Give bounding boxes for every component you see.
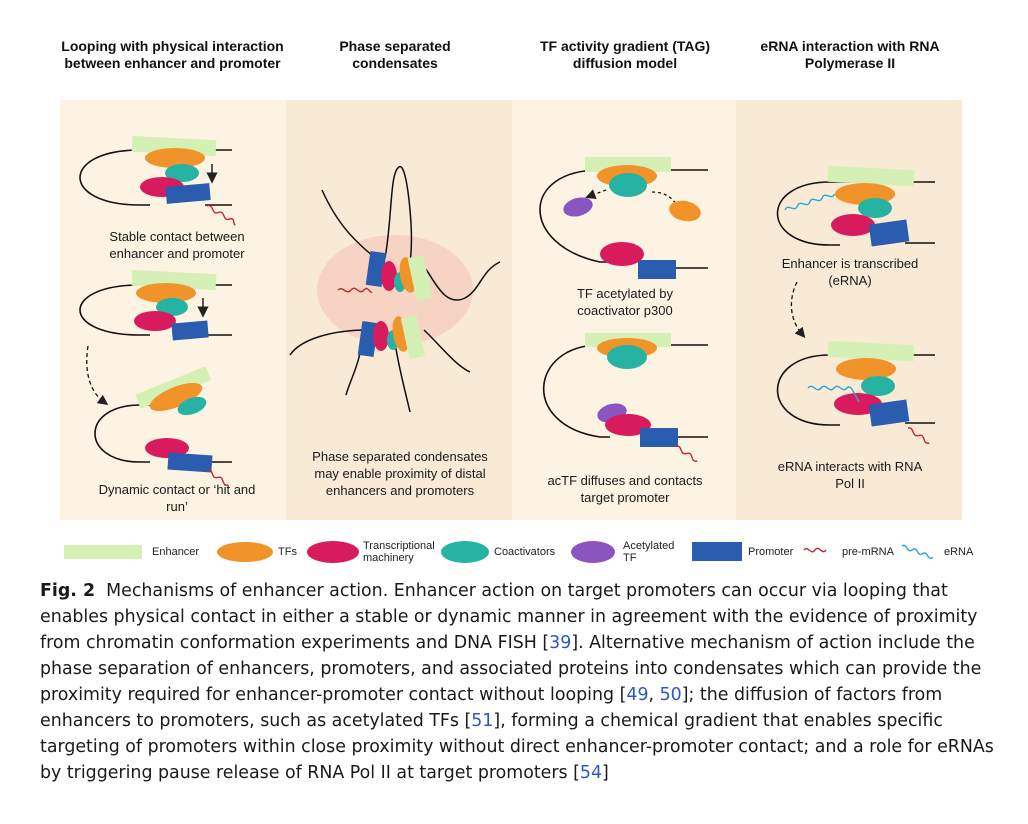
caption-text: ], forming a chemical gradient that enab… <box>40 711 994 783</box>
dynamic-contact-diagram-a <box>79 269 232 341</box>
caption-text: , <box>648 685 660 705</box>
caption-text: Mechanisms of enhancer action. Enhancer … <box>40 581 978 653</box>
citation-link[interactable]: 50 <box>659 685 682 705</box>
legend-enhancer-label: Enhancer <box>152 546 200 558</box>
tf-swatch <box>217 542 273 562</box>
erna-swatch <box>901 544 934 559</box>
legend-promoter-label: Promoter <box>748 546 794 558</box>
machinery-swatch <box>307 541 359 563</box>
pre-mrna-swatch <box>803 547 827 553</box>
promoter-swatch <box>692 542 742 561</box>
panel-title-erna: eRNA interaction with RNA Polymerase II <box>760 38 940 71</box>
stable-contact-diagram <box>79 135 236 226</box>
legend-coactivators-label: Coactivators <box>494 546 556 558</box>
label-tf-acetylated: TF acetylated by coactivator p300 <box>576 286 674 318</box>
coactivator-swatch <box>441 541 489 563</box>
erna-transcription-diagram <box>776 165 935 247</box>
citation-link[interactable]: 49 <box>626 685 649 705</box>
caption-text: ]. Alternative mechanism of action inclu… <box>40 633 982 705</box>
citation-link[interactable]: 54 <box>579 763 603 783</box>
erna-pol2-interaction-diagram <box>776 340 935 444</box>
tag-acetylation-diagram <box>539 157 708 279</box>
figure-caption: Fig. 2 Mechanisms of enhancer action. En… <box>40 578 1000 786</box>
caption-text: ]; the diffusion of factors from enhance… <box>40 685 943 731</box>
label-stable-contact: Stable contact between enhancer and prom… <box>109 229 245 261</box>
label-enhancer-transcribed: Enhancer is transcribed (eRNA) <box>781 256 919 288</box>
enhancer-swatch <box>64 545 142 559</box>
acetylated-tf-swatch <box>571 541 615 563</box>
legend-pre-mrna-label: pre-mRNA <box>842 546 894 558</box>
legend-tfs-label: TFs <box>278 546 297 558</box>
figure-number: Fig. 2 <box>40 581 96 601</box>
mechanisms-illustration <box>79 135 935 486</box>
tag-diffusion-diagram <box>542 333 708 462</box>
legend-swatches <box>64 541 934 563</box>
citation-link[interactable]: 39 <box>549 633 572 653</box>
caption-text: ] <box>602 763 609 783</box>
legend-acetylated-tf-label: Acetylated TF <box>623 540 675 564</box>
dynamic-contact-diagram-b <box>94 366 232 486</box>
label-erna-interacts: eRNA interacts with RNA Pol II <box>777 459 923 491</box>
condensate-diagram <box>289 165 501 413</box>
panel-title-tag-diffusion: TF activity gradient (TAG) diffusion mod… <box>539 38 711 71</box>
caption-body: Mechanisms of enhancer action. Enhancer … <box>40 581 994 783</box>
legend-erna-label: eRNA <box>944 546 974 558</box>
legend: Enhancer TFs Transcriptional machinery C… <box>60 537 980 567</box>
panel-title-phase-separation: Phase separated condensates <box>339 38 451 71</box>
label-phase-separated: Phase separated condensates may enable p… <box>312 449 488 498</box>
label-actf-diffuses: acTF diffuses and contacts target promot… <box>547 473 703 505</box>
label-dynamic-contact: Dynamic contact or ‘hit and run’ <box>98 482 256 514</box>
panel-title-looping: Looping with physical interaction betwee… <box>61 38 284 71</box>
citation-link[interactable]: 51 <box>471 711 494 731</box>
legend-machinery-label: Transcriptional machinery <box>363 540 435 564</box>
